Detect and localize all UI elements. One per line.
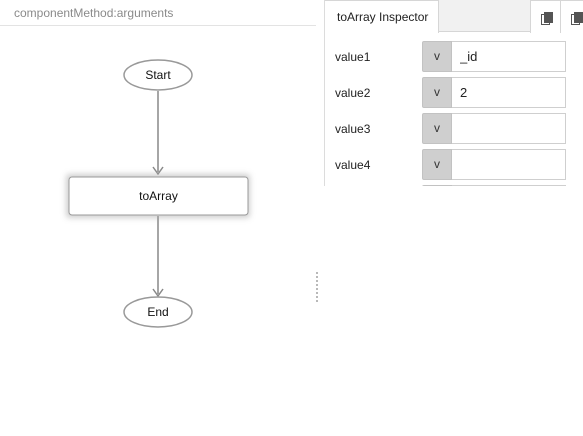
copy-button[interactable] <box>530 0 560 33</box>
panel-splitter-handle[interactable] <box>316 272 318 302</box>
value-mode-toggle[interactable]: v <box>422 41 452 72</box>
value1-input[interactable] <box>452 41 566 72</box>
property-row-value2: value2 v <box>325 77 583 109</box>
tab-toarray-inspector[interactable]: toArray Inspector <box>325 0 439 33</box>
property-label: value4 <box>335 158 371 172</box>
property-row-value3: value3 v <box>325 113 583 145</box>
property-row-value4: value4 v <box>325 149 583 181</box>
toarray-node[interactable] <box>68 176 249 216</box>
end-node[interactable] <box>123 296 193 328</box>
next-value-input[interactable] <box>452 185 566 186</box>
editor-title: componentMethod:arguments <box>14 6 174 20</box>
value-mode-toggle[interactable]: v <box>422 149 452 180</box>
start-node[interactable] <box>123 59 193 91</box>
duplicate-icon <box>570 11 583 25</box>
property-label: value3 <box>335 122 371 136</box>
property-label: value2 <box>335 86 371 100</box>
property-label: value1 <box>335 50 371 64</box>
toarray-node-label: toArray <box>139 189 178 203</box>
value-mode-toggle[interactable] <box>422 185 452 186</box>
start-node-label: Start <box>145 68 171 82</box>
value-mode-toggle[interactable]: v <box>422 113 452 144</box>
connector-start-toarray <box>152 91 164 176</box>
value2-input[interactable] <box>452 77 566 108</box>
property-row-value1: value1 v <box>325 41 583 73</box>
property-row-next <box>325 185 583 186</box>
tab-label: toArray Inspector <box>337 10 429 24</box>
inspector-tabbar: toArray Inspector <box>325 0 583 33</box>
copy-icon <box>540 11 553 25</box>
flow-editor-panel: componentMethod:arguments Start toArray … <box>0 0 316 436</box>
flow-canvas[interactable] <box>0 0 316 436</box>
value3-input[interactable] <box>452 113 566 144</box>
flow-editor-header: componentMethod:arguments <box>0 0 316 26</box>
duplicate-button[interactable] <box>560 0 583 33</box>
value-mode-toggle[interactable]: v <box>422 77 452 108</box>
connector-toarray-end <box>152 216 164 298</box>
value4-input[interactable] <box>452 149 566 180</box>
end-node-label: End <box>147 305 169 319</box>
inspector-panel: toArray Inspector value1 v value2 v valu… <box>324 0 583 186</box>
